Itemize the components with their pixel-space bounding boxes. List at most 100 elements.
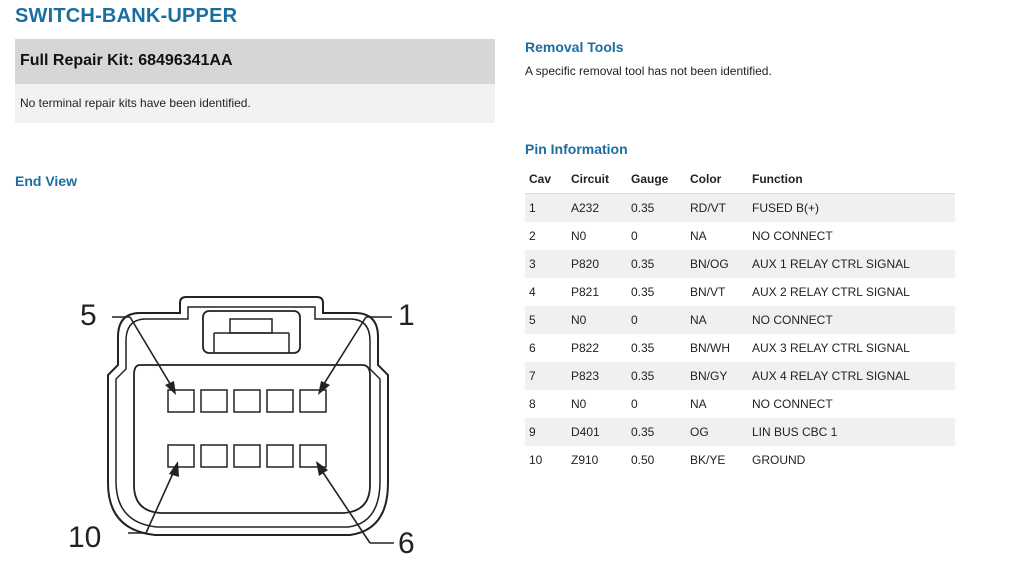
pin-information-table: Cav Circuit Gauge Color Function 1 A232 0.…	[525, 165, 955, 474]
pin-label-5: 5	[80, 299, 97, 332]
leader-pin-10	[128, 461, 179, 534]
column-header-cav: Cav	[529, 172, 552, 186]
pin-information-heading: Pin Information	[525, 141, 628, 157]
cell-circuit: P821	[571, 285, 600, 299]
table-row: 10 Z910 0.50 BK/YE GROUND	[525, 446, 955, 474]
cell-gauge: 0.35	[631, 425, 655, 439]
cavity-10	[167, 444, 195, 468]
cell-color: NA	[690, 313, 707, 327]
cavity-4	[200, 389, 228, 413]
cell-gauge: 0.35	[631, 201, 655, 215]
column-header-color: Color	[690, 172, 722, 186]
cavity-1	[299, 389, 327, 413]
table-row: 8 N0 0 NA NO CONNECT	[525, 390, 955, 418]
connector-latch-tab	[229, 318, 273, 334]
cell-cav: 6	[529, 341, 536, 355]
cell-color: BN/OG	[690, 257, 729, 271]
cell-cav: 2	[529, 229, 536, 243]
cell-color: RD/VT	[690, 201, 726, 215]
column-header-gauge: Gauge	[631, 172, 669, 186]
end-view-heading: End View	[15, 173, 77, 189]
cell-circuit: P820	[571, 257, 600, 271]
removal-tools-text: A specific removal tool has not been ide…	[525, 64, 772, 78]
cell-cav: 10	[529, 453, 543, 467]
cell-circuit: Z910	[571, 453, 599, 467]
pin-label-1: 1	[398, 299, 415, 332]
cell-color: BN/WH	[690, 341, 730, 355]
cell-color: BK/YE	[690, 453, 726, 467]
cell-function: AUX 4 RELAY CTRL SIGNAL	[752, 369, 910, 383]
leader-pin-5	[112, 316, 176, 395]
cell-circuit: N0	[571, 229, 587, 243]
repair-kit-heading: Full Repair Kit: 68496341AA	[15, 39, 495, 84]
cell-color: BN/VT	[690, 285, 726, 299]
cell-cav: 1	[529, 201, 536, 215]
table-row: 2 N0 0 NA NO CONNECT	[525, 222, 955, 250]
cavity-9	[200, 444, 228, 468]
cell-circuit: P823	[571, 369, 600, 383]
cell-function: AUX 1 RELAY CTRL SIGNAL	[752, 257, 910, 271]
cell-function: FUSED B(+)	[752, 201, 820, 215]
table-row: 5 N0 0 NA NO CONNECT	[525, 306, 955, 334]
table-row: 4 P821 0.35 BN/VT AUX 2 RELAY CTRL SIGNAL	[525, 278, 955, 306]
cell-function: AUX 2 RELAY CTRL SIGNAL	[752, 285, 910, 299]
cavity-3	[233, 389, 261, 413]
cell-gauge: 0.50	[631, 453, 655, 467]
connector-end-view-diagram: 5 1 10 6	[68, 296, 415, 560]
cavity-well	[133, 364, 371, 514]
cavity-6	[299, 444, 327, 468]
cell-color: NA	[690, 229, 707, 243]
repair-kit-note: No terminal repair kits have been identi…	[20, 96, 251, 110]
cell-circuit: N0	[571, 313, 587, 327]
cell-gauge: 0.35	[631, 285, 655, 299]
cell-cav: 7	[529, 369, 536, 383]
table-row: 6 P822 0.35 BN/WH AUX 3 RELAY CTRL SIGNAL	[525, 334, 955, 362]
column-header-function: Function	[752, 172, 803, 186]
cell-cav: 9	[529, 425, 536, 439]
cell-gauge: 0.35	[631, 257, 655, 271]
cell-function: AUX 3 RELAY CTRL SIGNAL	[752, 341, 910, 355]
cell-cav: 3	[529, 257, 536, 271]
connector-latch	[202, 310, 301, 354]
repair-kit-panel: Full Repair Kit: 68496341AA No terminal …	[15, 39, 495, 123]
cell-function: GROUND	[752, 453, 806, 467]
cell-circuit: A232	[571, 201, 600, 215]
cavity-row-bottom	[167, 444, 327, 468]
table-row: 1 A232 0.35 RD/VT FUSED B(+)	[525, 193, 955, 222]
cavity-5	[167, 389, 195, 413]
cell-color: OG	[690, 425, 709, 439]
cell-gauge: 0.35	[631, 341, 655, 355]
cavity-7	[266, 444, 294, 468]
cell-gauge: 0	[631, 397, 638, 411]
table-header-row: Cav Circuit Gauge Color Function	[525, 165, 955, 194]
cavity-2	[266, 389, 294, 413]
connector-outer-shell	[107, 296, 389, 536]
cell-gauge: 0	[631, 313, 638, 327]
table-row: 3 P820 0.35 BN/OG AUX 1 RELAY CTRL SIGNAL	[525, 250, 955, 278]
cell-color: NA	[690, 397, 707, 411]
cell-function: LIN BUS CBC 1	[752, 425, 838, 439]
cell-function: NO CONNECT	[752, 397, 833, 411]
pin-label-10: 10	[68, 521, 101, 554]
cell-function: NO CONNECT	[752, 313, 833, 327]
cell-cav: 5	[529, 313, 536, 327]
cell-function: NO CONNECT	[752, 229, 833, 243]
leader-pin-1	[318, 316, 392, 395]
table-row: 7 P823 0.35 BN/GY AUX 4 RELAY CTRL SIGNAL	[525, 362, 955, 390]
column-header-circuit: Circuit	[571, 172, 610, 186]
connector-inner-shell	[115, 306, 381, 528]
page-title: SWITCH-BANK-UPPER	[15, 5, 238, 27]
cell-gauge: 0.35	[631, 369, 655, 383]
cell-cav: 4	[529, 285, 536, 299]
cavity-8	[233, 444, 261, 468]
cell-circuit: N0	[571, 397, 587, 411]
cell-circuit: P822	[571, 341, 600, 355]
cell-color: BN/GY	[690, 369, 728, 383]
cell-gauge: 0	[631, 229, 638, 243]
cell-circuit: D401	[571, 425, 600, 439]
cell-cav: 8	[529, 397, 536, 411]
cavity-row-top	[167, 389, 327, 413]
table-row: 9 D401 0.35 OG LIN BUS CBC 1	[525, 418, 955, 446]
leader-pin-6	[316, 461, 394, 544]
removal-tools-heading: Removal Tools	[525, 39, 624, 55]
